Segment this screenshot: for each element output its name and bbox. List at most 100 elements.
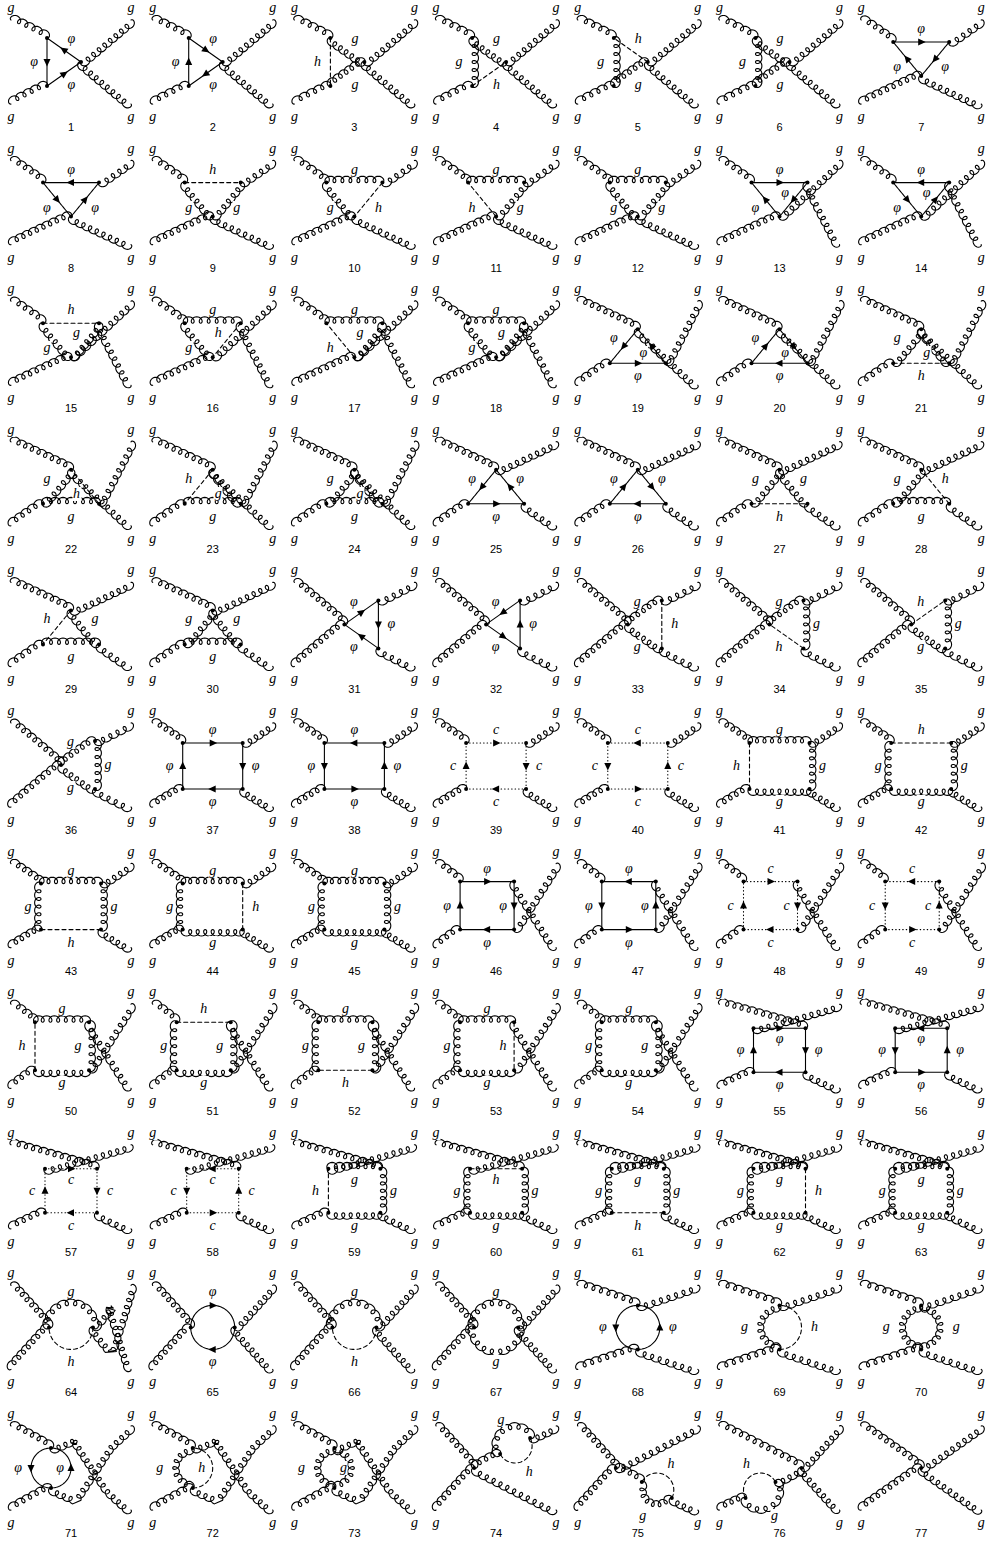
particle-label: g — [835, 110, 844, 124]
gluon-line — [860, 437, 923, 470]
scalar-line — [43, 183, 71, 217]
particle-label: h — [468, 201, 477, 215]
gluon-line — [494, 216, 557, 249]
gluon-line — [717, 1208, 754, 1229]
gluon-line — [860, 1280, 923, 1305]
particle-label: c — [67, 1173, 75, 1187]
diagram-number: 73 — [347, 1528, 361, 1539]
vertex-dot — [374, 1325, 378, 1329]
particle-label: g — [624, 1076, 633, 1090]
arrow-head — [44, 59, 51, 67]
gluon-line — [294, 15, 333, 38]
vertex-dot — [239, 181, 243, 185]
particle-label: c — [868, 899, 876, 913]
vertex-dot — [472, 1466, 476, 1470]
vertex-dot — [600, 928, 604, 932]
vertex-dot — [919, 1347, 923, 1351]
vertex-dot — [804, 1070, 808, 1074]
gluon-line — [364, 20, 418, 66]
particle-label: φ — [29, 55, 39, 69]
particle-label: g — [977, 704, 986, 718]
gluon-line — [7, 1324, 49, 1370]
particle-label: g — [552, 1, 561, 15]
particle-label: g — [552, 251, 561, 265]
particle-label: h — [184, 472, 193, 486]
diagram-number: 77 — [914, 1528, 928, 1539]
particle-label: g — [977, 1, 986, 15]
gluon-line — [717, 359, 753, 385]
vertex-dot — [802, 598, 806, 602]
gluon-line — [859, 1344, 922, 1369]
diagram-number: 56 — [914, 1106, 928, 1117]
gluon-line — [510, 881, 556, 950]
diagram-number: 47 — [631, 965, 645, 976]
feynman-diagram — [150, 859, 276, 952]
gluon-line — [577, 719, 611, 744]
arrow-head — [931, 196, 938, 204]
particle-label: φ — [90, 201, 100, 215]
particle-label: g — [410, 1266, 419, 1280]
arrow-head — [604, 763, 611, 771]
gluon-line — [10, 156, 46, 182]
particle-label: g — [410, 954, 419, 968]
diagram-number: 8 — [67, 262, 75, 273]
higgs-line — [43, 323, 99, 324]
arrow-head — [612, 1324, 619, 1332]
vertex-dot — [670, 1496, 674, 1500]
gluon-line — [50, 1439, 131, 1513]
particle-label: c — [908, 936, 916, 950]
gluon-line — [325, 176, 384, 182]
particle-label: g — [633, 1173, 642, 1187]
vertex-dot — [332, 1486, 336, 1490]
particle-label: g — [290, 142, 299, 156]
particle-label: g — [432, 1094, 441, 1108]
gluon-line — [170, 1021, 176, 1072]
vertex-dot — [237, 1211, 241, 1215]
vertex-dot — [654, 1020, 658, 1024]
gluon-line — [861, 860, 889, 882]
particle-label: g — [857, 1, 866, 15]
vertex-dot — [646, 60, 650, 64]
particle-label: g — [552, 1375, 561, 1389]
particle-label: g — [432, 423, 441, 437]
diagram-number: 76 — [772, 1528, 786, 1539]
gluon-line — [152, 719, 186, 744]
diagram-number: 30 — [206, 684, 220, 695]
diagram-number: 14 — [914, 262, 928, 273]
particle-label: g — [573, 1, 582, 15]
vertex-dot — [893, 1211, 897, 1215]
gluon-line — [325, 317, 384, 323]
vertex-dot — [778, 468, 782, 472]
particle-label: g — [857, 813, 866, 827]
particle-label: g — [7, 845, 16, 859]
vertex-dot — [458, 1020, 462, 1024]
arrow-head — [507, 483, 514, 491]
arrow-head — [210, 1209, 218, 1216]
arrow-head — [517, 620, 524, 628]
particle-label: g — [148, 1094, 157, 1108]
feynman-diagram — [150, 1421, 276, 1513]
gluon-line — [67, 610, 99, 648]
arrow-head — [633, 740, 641, 747]
gluon-line — [93, 1306, 131, 1372]
gluon-line — [292, 1208, 329, 1229]
particle-label: g — [58, 1002, 67, 1016]
particle-label: g — [410, 985, 419, 999]
feynman-diagram — [8, 297, 134, 388]
gluon-line — [779, 442, 842, 475]
gluon-line — [350, 469, 382, 507]
particle-label: g — [7, 1094, 16, 1108]
particle-label: g — [7, 282, 16, 296]
arrow-head — [750, 1046, 757, 1054]
particle-label: g — [301, 1039, 310, 1053]
vertex-dot — [93, 739, 97, 743]
gluon-line — [859, 1208, 896, 1229]
particle-label: g — [148, 845, 157, 859]
particle-label: g — [432, 532, 441, 546]
diagram-number: 69 — [772, 1387, 786, 1398]
feynman-diagram — [574, 1422, 700, 1514]
particle-label: h — [670, 617, 679, 631]
particle-label: g — [835, 1516, 844, 1530]
gluon-line — [918, 1468, 982, 1514]
